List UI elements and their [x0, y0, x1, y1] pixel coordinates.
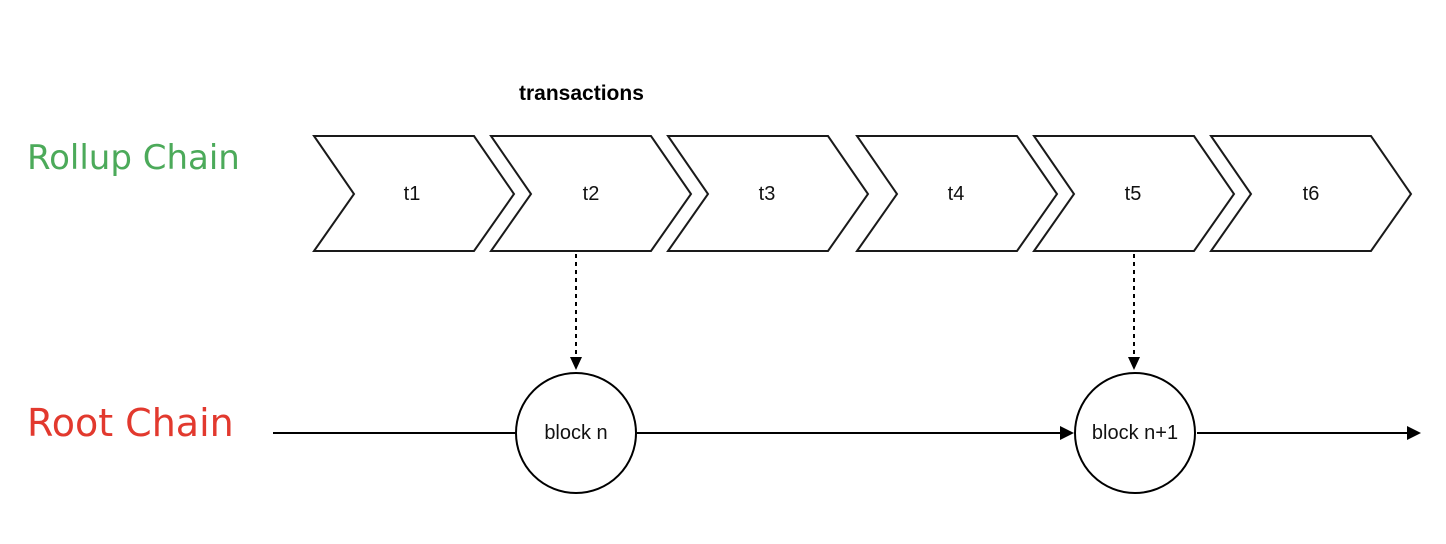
link-t2-arrowhead: [570, 357, 582, 370]
root-chain-arrowhead-end: [1407, 426, 1421, 440]
chevron-shape: [1032, 135, 1236, 252]
transaction-t3: t3: [666, 135, 870, 252]
transaction-t6: t6: [1209, 135, 1413, 252]
rollup-chain-label: Rollup Chain: [27, 138, 240, 178]
transaction-label: t6: [1303, 183, 1320, 205]
block-n-plus-1: block n+1: [1074, 372, 1196, 494]
chevron-shape: [1209, 135, 1413, 252]
transactions-title: transactions: [519, 82, 644, 105]
block-circle: [1074, 372, 1196, 494]
transaction-label: t1: [404, 183, 421, 205]
chevron-shape: [855, 135, 1059, 252]
transaction-label: t5: [1125, 183, 1142, 205]
block-circle: [515, 372, 637, 494]
transaction-label: t3: [759, 183, 776, 205]
link-t5-arrowhead: [1128, 357, 1140, 370]
transaction-t2: t2: [489, 135, 693, 252]
block-label: block n: [544, 422, 607, 444]
transaction-label: t4: [948, 183, 965, 205]
transaction-t1: t1: [312, 135, 516, 252]
block-label: block n+1: [1092, 422, 1178, 444]
root-chain-label: Root Chain: [27, 401, 234, 445]
transaction-label: t2: [583, 183, 600, 205]
transaction-t5: t5: [1032, 135, 1236, 252]
root-chain-arrowhead-middle: [1060, 426, 1074, 440]
chevron-shape: [312, 135, 516, 252]
transaction-t4: t4: [855, 135, 1059, 252]
chevron-shape: [489, 135, 693, 252]
block-n: block n: [515, 372, 637, 494]
chevron-shape: [666, 135, 870, 252]
